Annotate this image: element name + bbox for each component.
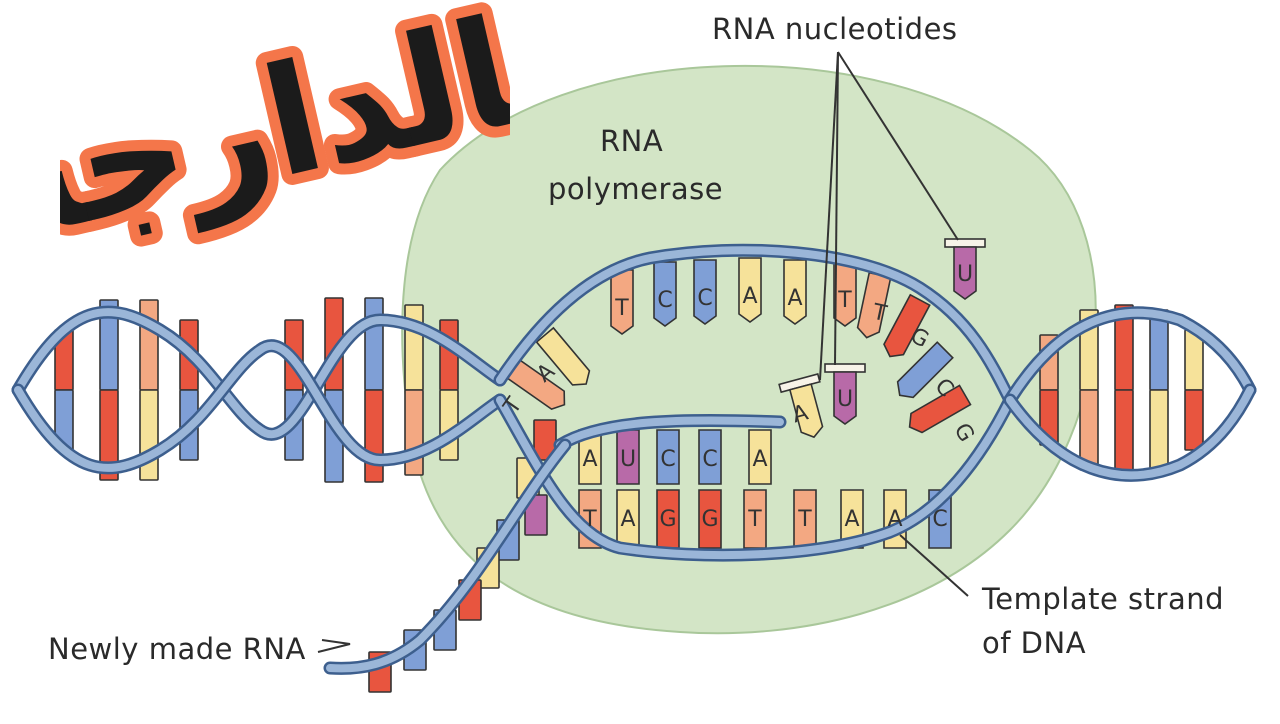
backbone-strand xyxy=(1006,386,1254,480)
backbone-strand xyxy=(326,441,569,673)
template-letter: A xyxy=(844,507,859,532)
rna-letter: A xyxy=(582,447,597,472)
top-strand-base-shape xyxy=(896,341,954,399)
pointer-line-nucleotides-1 xyxy=(819,51,839,381)
left-base-pair-bottom xyxy=(139,389,159,481)
rna-base xyxy=(656,429,680,485)
right-base-pair-bottom xyxy=(1114,389,1134,476)
top-strand-base xyxy=(883,293,931,358)
free-nucleotide xyxy=(824,363,866,425)
free-nucleotide-letter: U xyxy=(837,387,853,412)
rna-letter: A xyxy=(752,447,767,472)
rna-letter: C xyxy=(660,447,675,472)
top-strand-letter: T xyxy=(870,300,890,328)
backbone-strand xyxy=(496,396,1014,560)
template-letter: A xyxy=(887,507,902,532)
template-letter: G xyxy=(701,507,718,532)
rna-nucleotides-label: RNA nucleotides xyxy=(712,12,958,46)
newly-made-rna-label: Newly made RNA xyxy=(48,632,306,666)
template-letter: T xyxy=(747,507,762,532)
rna-base xyxy=(748,429,772,485)
backbone-strand xyxy=(496,246,1014,404)
top-strand-letter: C xyxy=(657,288,672,313)
free-nucleotide xyxy=(778,373,824,439)
template-strand-label-line2: of DNA xyxy=(982,626,1087,660)
top-strand-letter: T xyxy=(837,288,852,313)
top-strand-letter: A xyxy=(742,284,757,309)
top-strand-base-shape xyxy=(883,293,931,358)
top-strand-base xyxy=(738,257,762,323)
free-nucleotide-letter: U xyxy=(957,262,973,287)
top-strand-base-shape xyxy=(653,261,677,327)
rna-letter: C xyxy=(702,447,717,472)
rna-polymerase-label-line1: RNA xyxy=(600,124,664,158)
top-strand-base xyxy=(896,341,954,399)
top-strand-letter: A xyxy=(787,286,802,311)
top-strand-letter: C xyxy=(697,286,712,311)
free-nucleotide-base xyxy=(833,371,857,425)
top-strand-base-shape xyxy=(908,384,972,434)
left-base-pair-top xyxy=(139,299,159,391)
top-strand-base-shape xyxy=(693,259,717,325)
rna-polymerase-label-line2: polymerase xyxy=(548,172,724,206)
pointer-line-template xyxy=(899,534,969,597)
pointer-line-rna xyxy=(317,639,351,653)
free-nucleotide-base xyxy=(953,246,977,300)
top-strand-base xyxy=(693,259,717,325)
template-letter: T xyxy=(797,507,812,532)
left-base-pair-top xyxy=(364,297,384,391)
top-strand-base xyxy=(783,259,807,325)
template-letter: C xyxy=(932,507,947,532)
top-strand-base-shape xyxy=(535,326,591,386)
top-strand-letter: T xyxy=(614,296,629,321)
left-base-pair-bottom xyxy=(364,389,384,483)
backbone-strand xyxy=(14,308,504,438)
free-nucleotide-phosphate xyxy=(824,363,866,373)
template-base xyxy=(840,489,864,549)
template-base xyxy=(698,489,722,549)
right-base-pair-bottom xyxy=(1149,389,1169,471)
free-nucleotide-letter: A xyxy=(790,400,811,428)
pointer-line-nucleotides-3 xyxy=(837,51,959,241)
backbone-strand xyxy=(1006,308,1254,404)
free-nucleotide-base xyxy=(788,383,824,439)
arabic-title-graphic: بالدارجة xyxy=(60,0,510,250)
free-nucleotide xyxy=(944,238,986,300)
backbone-strand xyxy=(556,416,784,449)
pointer-line-nucleotides-2 xyxy=(834,51,839,366)
backbone-strand xyxy=(14,342,504,472)
top-strand-base-shape xyxy=(738,257,762,323)
top-strand-base xyxy=(908,384,972,434)
top-strand-base xyxy=(653,261,677,327)
template-letter: G xyxy=(659,507,676,532)
rna-letter: U xyxy=(620,447,636,472)
template-letter: T xyxy=(582,507,597,532)
template-strand-label-line1: Template strand xyxy=(982,582,1225,616)
right-base-pair-bottom xyxy=(1184,389,1204,451)
rna-base xyxy=(698,429,722,485)
template-letter: A xyxy=(620,507,635,532)
top-strand-base-shape xyxy=(783,259,807,325)
arabic-title: بالدارجة xyxy=(60,0,510,250)
left-base-pair-bottom xyxy=(99,389,119,481)
free-nucleotide-phosphate xyxy=(944,238,986,248)
top-strand-base xyxy=(535,326,591,386)
